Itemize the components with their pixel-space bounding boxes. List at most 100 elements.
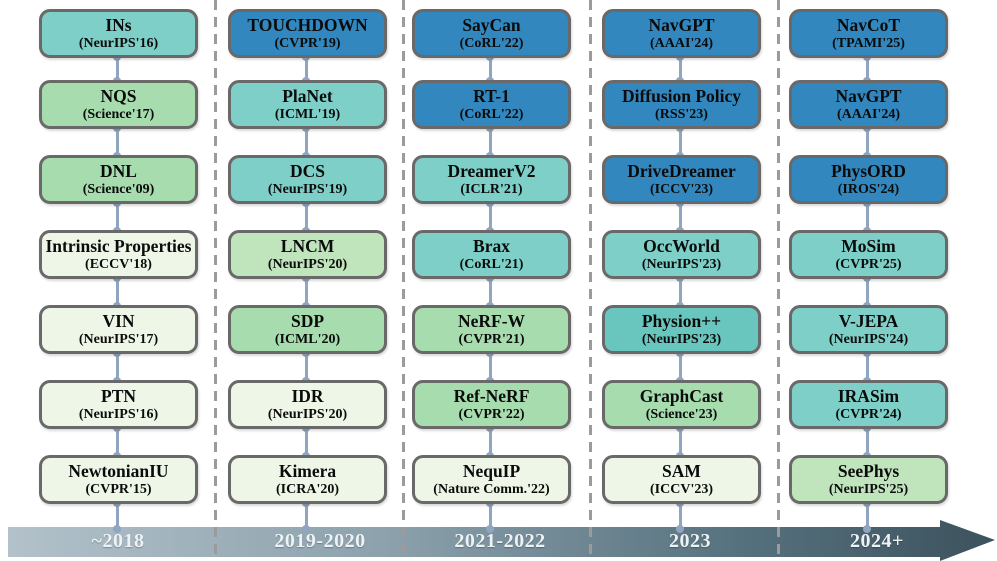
paper-venue: (CoRL'22) xyxy=(459,107,524,122)
connector-line xyxy=(678,351,682,383)
paper-venue: (CVPR'25) xyxy=(835,257,902,272)
paper-title: TOUCHDOWN xyxy=(247,15,368,35)
connector-line xyxy=(304,501,308,531)
paper-title: NavCoT xyxy=(836,15,901,35)
connector-line xyxy=(678,426,682,458)
connector-line xyxy=(115,426,119,458)
paper-node: MoSim(CVPR'25) xyxy=(789,230,948,279)
paper-node: Diffusion Policy(RSS'23) xyxy=(602,80,761,129)
paper-title: Brax xyxy=(473,236,510,256)
paper-title: DNL xyxy=(100,161,137,181)
connector-line xyxy=(115,501,119,531)
paper-title: V-JEPA xyxy=(838,311,899,331)
paper-node: INs(NeurIPS'16) xyxy=(39,9,198,58)
paper-title: NequIP xyxy=(462,461,521,481)
paper-venue: (CVPR'21) xyxy=(458,332,525,347)
paper-node: DriveDreamer(ICCV'23) xyxy=(602,155,761,204)
timeline-label: 2024+ xyxy=(850,530,904,552)
connector-line xyxy=(865,126,869,158)
paper-venue: (ICRA'20) xyxy=(276,482,339,497)
paper-venue: (Nature Comm.'22) xyxy=(433,482,550,497)
connector-line xyxy=(304,126,308,158)
connector-line xyxy=(865,55,869,83)
timeline-label: 2021-2022 xyxy=(454,530,546,552)
timeline-label: 2023 xyxy=(669,530,711,552)
connector-line xyxy=(488,201,492,233)
paper-venue: (NeurIPS'17) xyxy=(78,332,159,347)
paper-title: Physion++ xyxy=(641,311,722,331)
paper-venue: (ICLR'21) xyxy=(460,182,523,197)
connector-line xyxy=(865,426,869,458)
paper-venue: (NeurIPS'16) xyxy=(78,36,159,51)
connector-line xyxy=(678,126,682,158)
connector-line xyxy=(115,276,119,308)
paper-venue: (ICCV'23) xyxy=(650,182,713,197)
paper-venue: (NeurIPS'19) xyxy=(267,182,348,197)
paper-node: NavGPT(AAAI'24) xyxy=(789,80,948,129)
paper-node: NQS(Science'17) xyxy=(39,80,198,129)
paper-venue: (AAAI'24) xyxy=(650,36,713,51)
connector-line xyxy=(488,351,492,383)
paper-title: MoSim xyxy=(841,236,896,256)
paper-title: Kimera xyxy=(278,461,337,481)
paper-venue: (NeurIPS'20) xyxy=(267,257,348,272)
column-separator xyxy=(589,0,592,557)
connector-line xyxy=(678,201,682,233)
connector-line xyxy=(115,126,119,158)
paper-node: NeRF-W(CVPR'21) xyxy=(412,305,571,354)
timeline-label: ~2018 xyxy=(91,530,145,552)
timeline-column: TOUCHDOWN(CVPR'19)PlaNet(ICML'19)DCS(Neu… xyxy=(228,0,387,561)
column-separator xyxy=(214,0,217,557)
connector-line xyxy=(304,55,308,83)
paper-title: Ref-NeRF xyxy=(453,386,530,406)
connector-line xyxy=(304,201,308,233)
connector-line xyxy=(488,126,492,158)
timeline-label: 2019-2020 xyxy=(274,530,366,552)
paper-title: VIN xyxy=(102,311,135,331)
paper-node: IDR(NeurIPS'20) xyxy=(228,380,387,429)
timeline-column: NavGPT(AAAI'24)Diffusion Policy(RSS'23)D… xyxy=(602,0,761,561)
paper-title: IRASim xyxy=(837,386,900,406)
column-separator xyxy=(402,0,405,557)
paper-node: Physion++(NeurIPS'23) xyxy=(602,305,761,354)
paper-title: Intrinsic Properties xyxy=(45,236,192,256)
paper-venue: (Science'23) xyxy=(645,407,718,422)
paper-venue: (Science'17) xyxy=(82,107,155,122)
paper-node: Kimera(ICRA'20) xyxy=(228,455,387,504)
connector-line xyxy=(678,55,682,83)
paper-title: NQS xyxy=(100,86,137,106)
paper-node: Intrinsic Properties(ECCV'18) xyxy=(39,230,198,279)
paper-title: GraphCast xyxy=(639,386,724,406)
paper-node: Ref-NeRF(CVPR'22) xyxy=(412,380,571,429)
timeline-column: SayCan(CoRL'22) RT-1(CoRL'22) DreamerV2(IC… xyxy=(412,0,571,561)
paper-node: SayCan(CoRL'22) xyxy=(412,9,571,58)
paper-venue: (NeurIPS'16) xyxy=(78,407,159,422)
connector-line xyxy=(115,201,119,233)
paper-node: IRASim(CVPR'24) xyxy=(789,380,948,429)
paper-node: OccWorld(NeurIPS'23) xyxy=(602,230,761,279)
paper-node: DreamerV2(ICLR'21) xyxy=(412,155,571,204)
paper-node: PhysORD(IROS'24) xyxy=(789,155,948,204)
connector-line xyxy=(488,276,492,308)
paper-node: SAM(ICCV'23) xyxy=(602,455,761,504)
connector-line xyxy=(304,351,308,383)
paper-node: NavCoT(TPAMI'25) xyxy=(789,9,948,58)
paper-title: IDR xyxy=(291,386,324,406)
connector-line xyxy=(865,351,869,383)
paper-node: LNCM(NeurIPS'20) xyxy=(228,230,387,279)
paper-node: NewtonianIU(CVPR'15) xyxy=(39,455,198,504)
paper-venue: (Science'09) xyxy=(82,182,155,197)
paper-node: V-JEPA(NeurIPS'24) xyxy=(789,305,948,354)
paper-node: TOUCHDOWN(CVPR'19) xyxy=(228,9,387,58)
paper-venue: (ICML'19) xyxy=(274,107,341,122)
paper-venue: (ICML'20) xyxy=(274,332,341,347)
paper-node: PlaNet(ICML'19) xyxy=(228,80,387,129)
paper-venue: (IROS'24) xyxy=(837,182,900,197)
column-separator xyxy=(777,0,780,557)
paper-title: RT-1 xyxy=(473,86,510,106)
paper-title: INs xyxy=(105,15,132,35)
paper-venue: (CVPR'19) xyxy=(274,36,341,51)
paper-title: PhysORD xyxy=(831,161,906,181)
paper-node: DNL(Science'09) xyxy=(39,155,198,204)
